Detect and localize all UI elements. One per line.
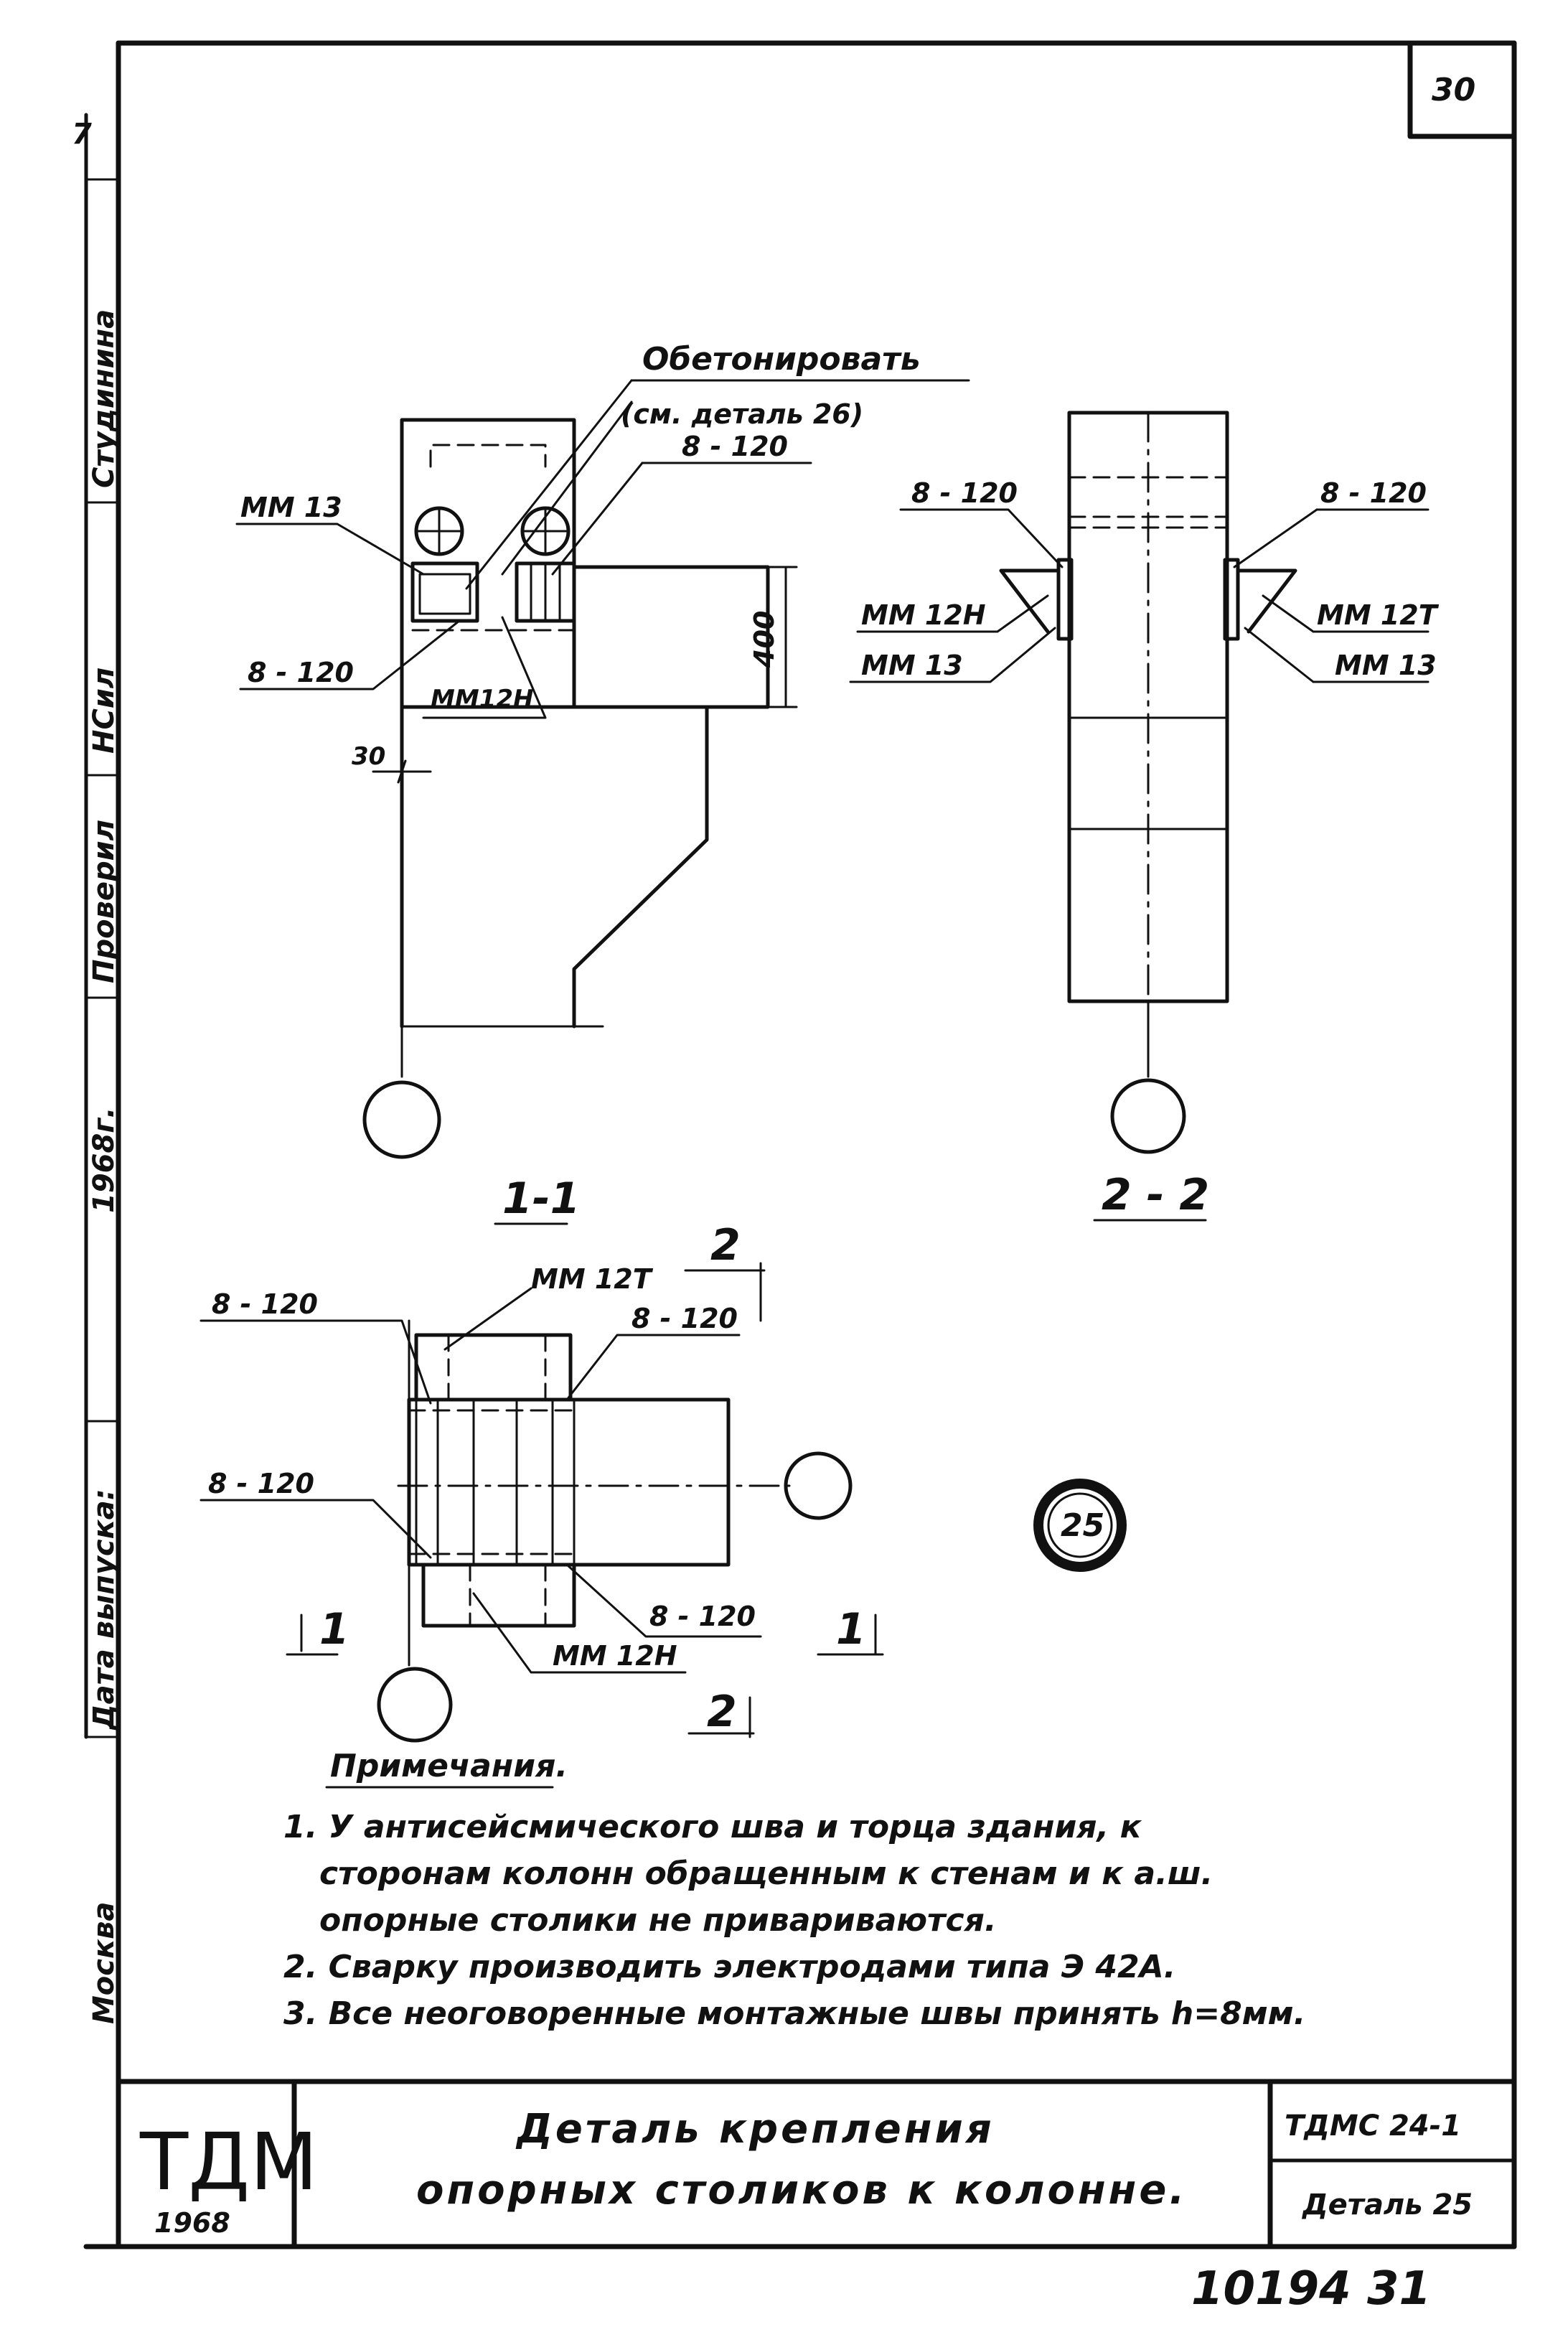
detail-name: Деталь 25: [1301, 2188, 1473, 2221]
v22-weld-left-label: 8 - 120: [911, 477, 1018, 509]
side-signature: НСил: [88, 668, 121, 754]
plan-mm12t-label: ММ 12Т: [531, 1263, 654, 1295]
side-author: Студинина: [88, 309, 121, 488]
plan-weld-ml-label: 8 - 120: [208, 1468, 314, 1499]
corner-mark: 7: [72, 118, 92, 151]
note-1c: опорные столики не привариваются.: [319, 1902, 997, 1939]
plan-weld-br-label: 8 - 120: [649, 1601, 756, 1632]
mm12n-label: ММ12Н: [431, 685, 533, 713]
note-1b: сторонам колонн обращенным к стенам и к …: [319, 1855, 1213, 1892]
callout-sub: (см. деталь 26): [621, 398, 863, 430]
view-1-1: 400 30 Обетонировать (см. деталь 26) 8 -…: [235, 341, 970, 1225]
cut-1-right: 1: [836, 1604, 866, 1654]
note-2: 2. Сварку производить электродами типа Э…: [283, 1949, 1175, 1985]
dim-30: 30: [352, 742, 385, 771]
section-1-1-label: 1-1: [502, 1174, 580, 1224]
callout-main: Обетонировать: [642, 341, 921, 378]
side-release-date: Дата выпуска:: [88, 1489, 121, 1731]
logo-year: 1968: [154, 2207, 230, 2239]
cut-2-top: 2: [710, 1220, 741, 1270]
view-2-2: 8 - 120 8 - 120 ММ 12Н ММ 13 ММ 12Т ММ 1…: [849, 411, 1440, 1222]
page-number: 30: [1432, 72, 1475, 108]
notes: Примечания. 1. У антисейсмического шва и…: [283, 1748, 1305, 2032]
title-block: ТДМ 1968 Деталь крепления опорных столик…: [116, 2079, 1517, 2249]
side-city: Москва: [88, 1902, 121, 2024]
plan-weld-tl-label: 8 - 120: [212, 1288, 318, 1320]
sheet-frame: [83, 40, 1517, 2249]
title-line-2: опорных столиков к колонне.: [416, 2167, 1188, 2214]
doc-code: ТДМС 24-1: [1285, 2109, 1461, 2143]
detail-number-mark: 25: [1033, 1479, 1127, 1572]
note-3: 3. Все неоговоренные монтажные швы приня…: [283, 1995, 1305, 2032]
side-year: 1968г.: [88, 1108, 121, 1213]
cut-2-bottom: 2: [707, 1687, 737, 1737]
v22-mm13-left-label: ММ 13: [861, 650, 963, 681]
note-1a: 1. У антисейсмического шва и торца здани…: [283, 1809, 1142, 1845]
mm13-label: ММ 13: [240, 492, 342, 523]
v22-weld-right-label: 8 - 120: [1320, 477, 1427, 509]
v22-mm12n-label: ММ 12Н: [861, 599, 986, 631]
plan-view: ММ 12Т 8 - 120 8 - 120 8 - 120 8 - 120 М…: [199, 1220, 884, 1743]
dim-400: 400: [748, 611, 780, 668]
weld-top-label: 8 - 120: [682, 431, 788, 462]
side-checked: Проверил: [88, 820, 121, 983]
cut-1-left: 1: [319, 1604, 349, 1654]
detail-number: 25: [1061, 1507, 1104, 1544]
bottom-numbers: 10194 31: [1191, 2262, 1431, 2315]
weld-left-label: 8 - 120: [248, 657, 354, 688]
section-2-2-label: 2 - 2: [1102, 1170, 1209, 1220]
plan-mm12n-label: ММ 12Н: [553, 1640, 677, 1672]
v22-mm12t-label: ММ 12Т: [1317, 599, 1440, 631]
plan-weld-tr-label: 8 - 120: [632, 1303, 738, 1334]
title-line-1: Деталь крепления: [515, 2106, 995, 2153]
notes-heading: Примечания.: [330, 1748, 568, 1784]
v22-mm13-right-label: ММ 13: [1335, 650, 1437, 681]
logo: ТДМ: [139, 2116, 318, 2208]
